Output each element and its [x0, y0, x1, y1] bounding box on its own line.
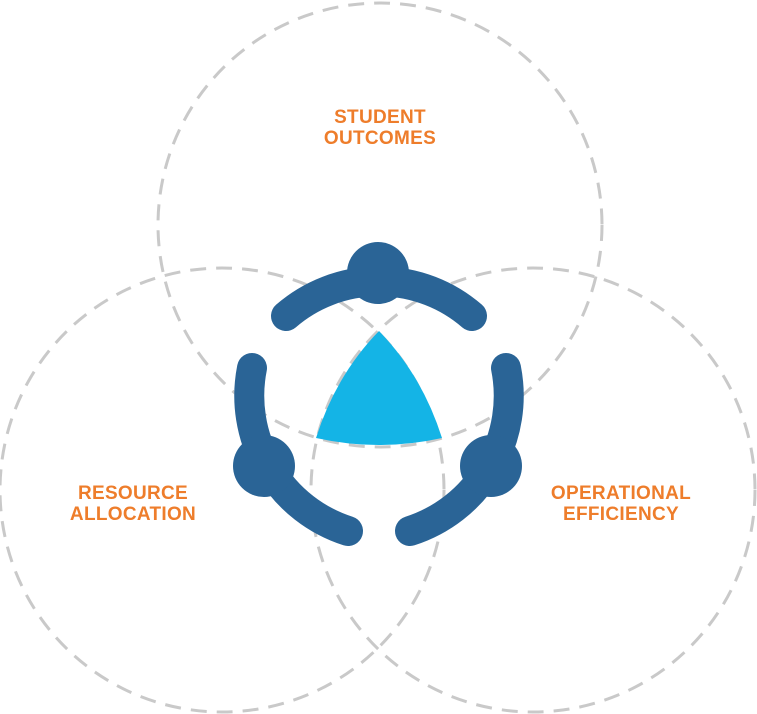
circle-student-outcomes	[156, 1, 604, 449]
label-operational-efficiency: OPERATIONAL EFFICIENCY	[521, 483, 721, 525]
label-resource-allocation-line-1: RESOURCE	[77, 483, 189, 504]
ring-node-left	[233, 435, 295, 497]
three-node-cycle-icon	[233, 242, 524, 546]
circle-resource-allocation	[0, 266, 446, 714]
label-resource-allocation: RESOURCE ALLOCATION	[33, 483, 233, 525]
ring-node-top	[347, 242, 409, 304]
rounded-triangle-icon	[316, 331, 442, 445]
circle-operational-efficiency	[309, 266, 757, 714]
label-operational-efficiency-line-2: EFFICIENCY	[563, 504, 679, 525]
label-student-outcomes-line-2: OUTCOMES	[323, 128, 437, 149]
label-operational-efficiency-line-1: OPERATIONAL	[550, 483, 692, 504]
label-resource-allocation-line-2: ALLOCATION	[69, 504, 197, 525]
ring-node-right	[460, 435, 522, 497]
label-student-outcomes: STUDENT OUTCOMES	[280, 107, 480, 149]
label-student-outcomes-line-1: STUDENT	[334, 107, 426, 128]
